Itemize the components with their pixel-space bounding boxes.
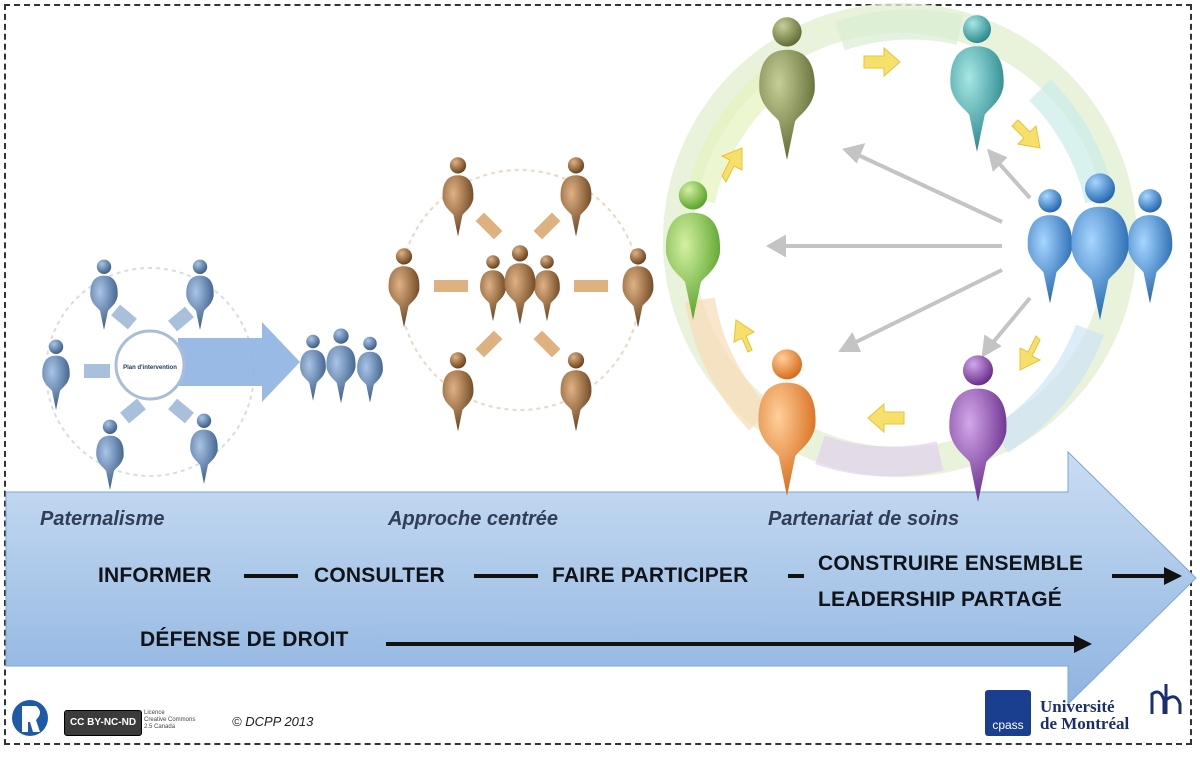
license-line-2: Creative Commons <box>144 717 196 723</box>
step-informer: INFORMER <box>98 564 212 587</box>
progression-arrow <box>5 450 1197 706</box>
copyright: © DCPP 2013 <box>232 714 314 729</box>
license-line-1: Licence <box>144 710 165 716</box>
dcpp-logo <box>12 700 48 736</box>
paternalism-cluster <box>42 259 383 490</box>
centered-approach-cluster <box>388 157 654 432</box>
phase-partenariat: Partenariat de soins <box>768 508 960 530</box>
phase-paternalisme: Paternalisme <box>40 508 165 530</box>
step-consulter: CONSULTER <box>314 564 445 587</box>
phase-approche-centree: Approche centrée <box>388 508 559 530</box>
university-name: Université de Montréal <box>1040 698 1129 732</box>
construire-arrowhead <box>1164 567 1182 585</box>
step-connectors <box>244 574 1166 646</box>
license-line-3: 2.5 Canada <box>144 724 176 730</box>
license-text: Licence Creative Commons 2.5 Canada <box>144 710 195 731</box>
university-line-2: de Montréal <box>1040 714 1130 733</box>
hub-label: Plan d'intervention <box>123 365 177 371</box>
defense-arrowhead <box>1074 635 1092 653</box>
creative-commons-badge: CC BY-NC-ND <box>64 710 142 736</box>
partnership-cycle <box>663 3 1173 502</box>
cpass-label: cpass <box>992 718 1024 732</box>
university-line-1: Université <box>1040 697 1115 716</box>
cpass-logo: cpass <box>985 690 1031 736</box>
udem-logo-icon <box>1150 684 1182 714</box>
step-construire-ensemble: CONSTRUIRE ENSEMBLE <box>818 552 1084 575</box>
paternalism-arrow <box>178 322 300 402</box>
hub-circle <box>114 329 186 401</box>
step-defense-de-droit: DÉFENSE DE DROIT <box>140 628 349 651</box>
outer-frame <box>4 4 1192 745</box>
step-faire-participer: FAIRE PARTICIPER <box>552 564 749 587</box>
step-leadership-partage: LEADERSHIP PARTAGÉ <box>818 588 1062 611</box>
